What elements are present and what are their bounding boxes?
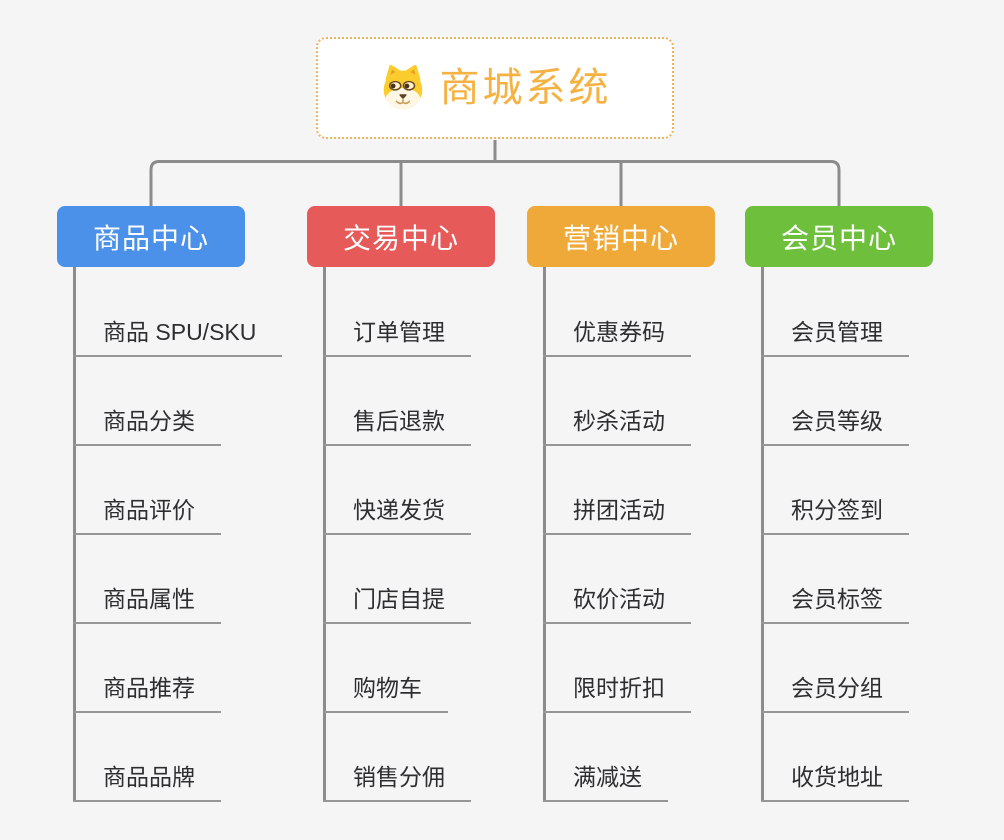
leaf-node[interactable]: 订单管理 — [323, 319, 471, 357]
branch-node-2[interactable]: 营销中心 — [527, 206, 715, 267]
leaf-node[interactable]: 商品属性 — [73, 586, 221, 624]
leaf-node[interactable]: 会员管理 — [761, 319, 909, 357]
leaf-node[interactable]: 秒杀活动 — [543, 408, 691, 446]
leaf-node[interactable]: 拼团活动 — [543, 497, 691, 535]
leaf-node[interactable]: 会员分组 — [761, 675, 909, 713]
leaf-node[interactable]: 商品分类 — [73, 408, 221, 446]
leaf-node[interactable]: 限时折扣 — [543, 675, 691, 713]
leaf-node[interactable]: 满减送 — [543, 764, 668, 802]
root-node[interactable]: 商城系统 — [316, 37, 674, 139]
leaf-node[interactable]: 门店自提 — [323, 586, 471, 624]
branch-node-0[interactable]: 商品中心 — [57, 206, 245, 267]
leaf-node[interactable]: 积分签到 — [761, 497, 909, 535]
leaf-node[interactable]: 会员等级 — [761, 408, 909, 446]
leaf-node[interactable]: 快递发货 — [323, 497, 471, 535]
root-title: 商城系统 — [439, 66, 612, 110]
leaf-node[interactable]: 会员标签 — [761, 586, 909, 624]
leaf-node[interactable]: 商品评价 — [73, 497, 221, 535]
leaf-node[interactable]: 商品品牌 — [73, 764, 221, 802]
leaf-node[interactable]: 砍价活动 — [543, 586, 691, 624]
leaf-node[interactable]: 购物车 — [323, 675, 448, 713]
leaf-node[interactable]: 优惠券码 — [543, 319, 691, 357]
dog-face-icon — [383, 65, 422, 110]
branch-node-3[interactable]: 会员中心 — [745, 206, 933, 267]
leaf-node[interactable]: 售后退款 — [323, 408, 471, 446]
branch-node-1[interactable]: 交易中心 — [307, 206, 495, 267]
leaf-node[interactable]: 收货地址 — [761, 764, 909, 802]
leaf-node[interactable]: 商品推荐 — [73, 675, 221, 713]
leaf-node[interactable]: 商品 SPU/SKU — [73, 319, 283, 357]
leaf-node[interactable]: 销售分佣 — [323, 764, 471, 802]
